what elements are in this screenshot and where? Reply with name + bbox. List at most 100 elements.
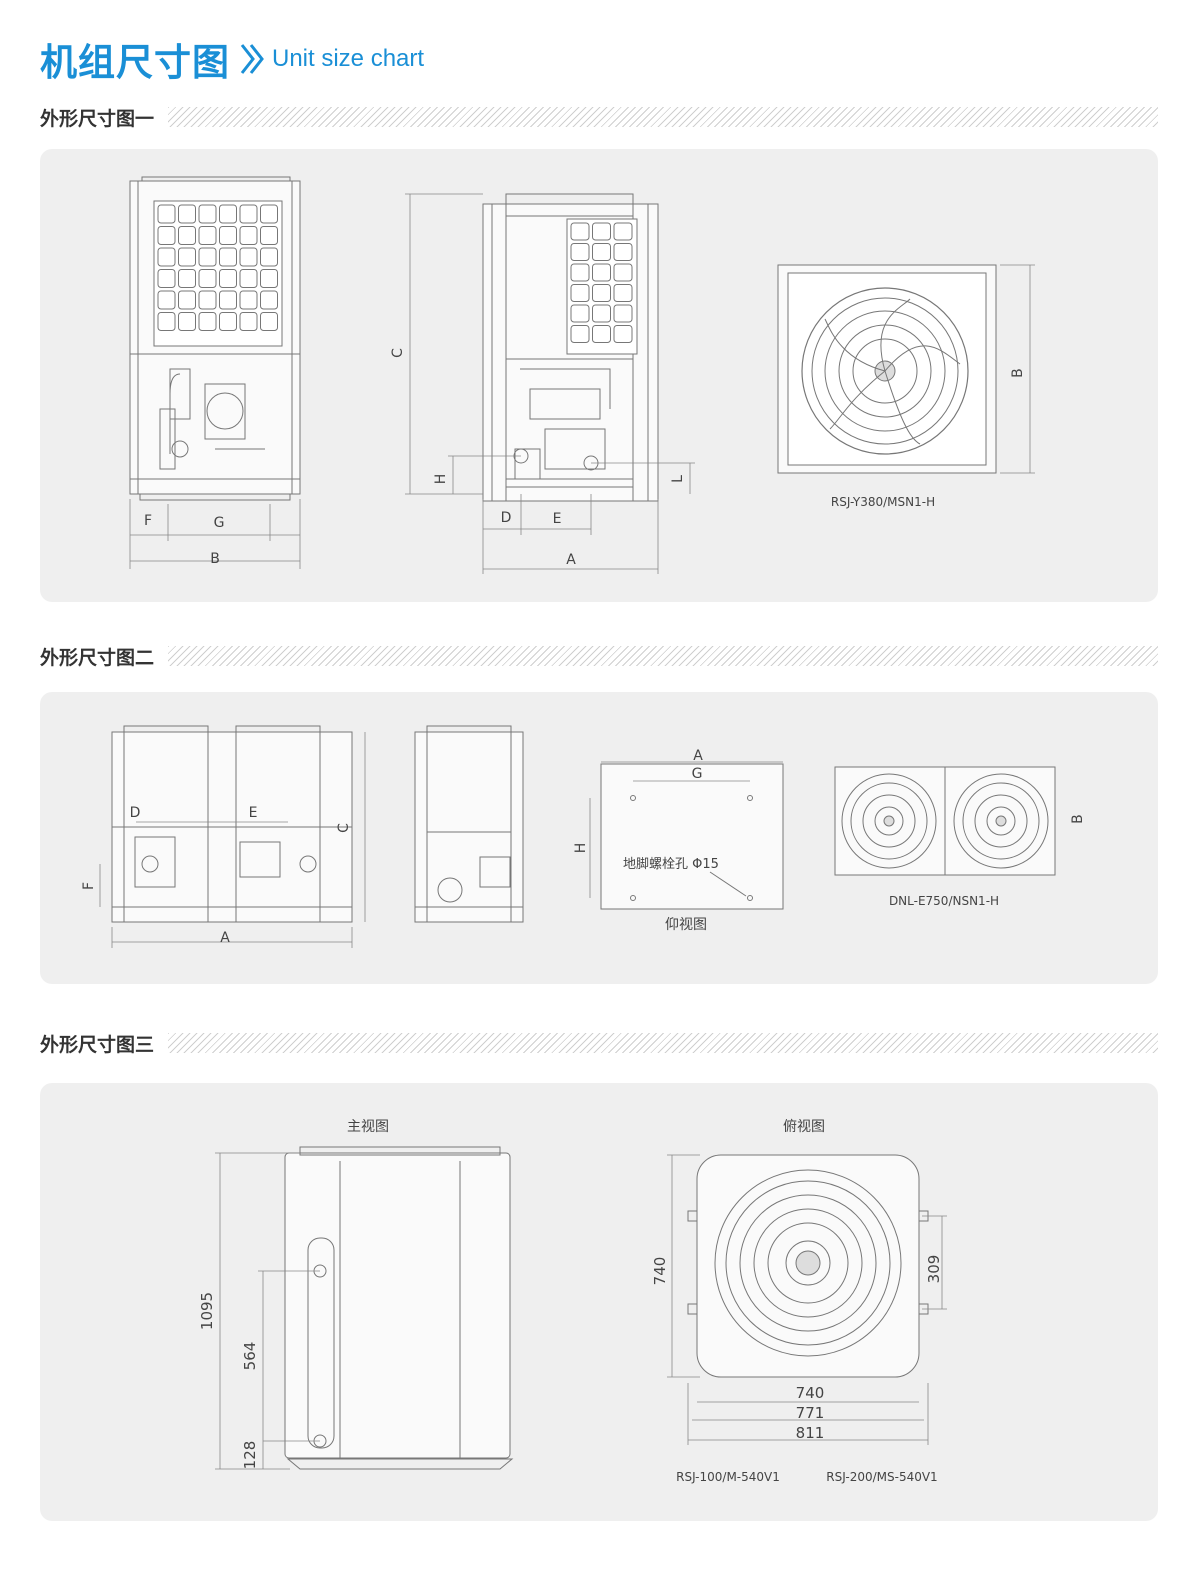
bolt-hole-note: 地脚螺栓孔 Φ15 — [623, 856, 719, 872]
front-view-label: 主视图 — [347, 1119, 389, 1135]
top-view-label: 俯视图 — [783, 1119, 825, 1135]
coil-cell — [613, 243, 633, 261]
side-view-drawing — [482, 193, 659, 502]
coil-cell — [219, 312, 237, 331]
dim-label: A — [220, 930, 230, 946]
dim-label: 564 — [241, 1342, 259, 1371]
bottom-view-label: 仰视图 — [665, 917, 707, 933]
section-2-label: 外形尺寸图二 — [40, 646, 155, 669]
coil-cell — [260, 312, 278, 331]
dim-label: B — [210, 551, 220, 567]
section-2-drawing: D E C F A A G H 地脚螺栓孔 Φ15 仰视图 B DNL-E750… — [81, 725, 1086, 948]
dim-label: 309 — [925, 1255, 943, 1284]
dim-label: B — [1070, 814, 1086, 824]
model-label: RSJ-Y380/MSN1-H — [831, 495, 935, 509]
section-2-header: 外形尺寸图二 — [40, 643, 1158, 669]
section-3-header: 外形尺寸图三 — [40, 1030, 1158, 1056]
section-3-drawing: 主视图 俯视图 1095 564 128 740 309 740 771 811… — [198, 1119, 947, 1484]
dim-label: E — [553, 511, 562, 527]
model-label: RSJ-100/M-540V1 — [676, 1470, 780, 1484]
coil-cell — [157, 226, 176, 245]
dim-label: D — [501, 510, 512, 526]
coil-cell — [219, 290, 237, 310]
coil-cell — [198, 269, 217, 288]
coil-cell — [239, 269, 258, 288]
coil-cell — [613, 222, 633, 241]
coil-cell — [592, 304, 611, 323]
coil-cell — [157, 269, 176, 288]
coil-cell — [239, 204, 258, 224]
dim-label: 740 — [796, 1384, 825, 1402]
coil-cell — [178, 290, 196, 310]
coil-cell — [570, 325, 590, 343]
coil-cell — [198, 204, 217, 224]
coil-cell — [260, 247, 278, 267]
coil-cell — [198, 226, 217, 245]
dim-label: F — [81, 882, 97, 890]
coil-cell — [570, 284, 590, 302]
section-1-header: 外形尺寸图一 — [40, 104, 1158, 130]
coil-cell — [592, 263, 611, 282]
coil-cell — [592, 243, 611, 261]
coil-cell — [613, 263, 633, 282]
model-label: RSJ-200/MS-540V1 — [826, 1470, 937, 1484]
top-view-drawing — [687, 1154, 929, 1378]
dim-label: 740 — [651, 1257, 669, 1286]
dim-label: L — [670, 475, 686, 483]
dim-label: H — [433, 474, 449, 485]
coil-cell — [239, 290, 258, 310]
dim-label: C — [336, 823, 352, 833]
dim-label: E — [249, 805, 258, 821]
front-view-drawing — [284, 1146, 514, 1470]
dim-label: 128 — [241, 1441, 259, 1470]
side-view-drawing — [414, 725, 524, 923]
section-2-panel: D E C F A A G H 地脚螺栓孔 Φ15 仰视图 B DNL-E750… — [40, 692, 1158, 984]
model-label: DNL-E750/NSN1-H — [889, 894, 999, 908]
title-en: Unit size chart — [272, 45, 425, 72]
coil-cell — [592, 222, 611, 241]
dim-label: B — [1010, 368, 1026, 378]
coil-cell — [178, 247, 196, 267]
coil-cell — [219, 247, 237, 267]
coil-cell — [178, 269, 196, 288]
dim-label: 1095 — [198, 1292, 216, 1330]
coil-cell — [260, 290, 278, 310]
hatch-divider — [168, 1033, 1158, 1053]
section-1-panel: F G B C H L D E A B RSJ-Y380/MSN1-H — [40, 149, 1158, 602]
coil-cell — [570, 243, 590, 261]
dim-label: 771 — [796, 1404, 825, 1422]
title-cn: 机组尺寸图 — [40, 41, 230, 84]
coil-cell — [157, 247, 176, 267]
dim-label: F — [144, 513, 152, 529]
coil-cell — [178, 312, 196, 331]
dim-label: A — [693, 748, 703, 764]
coil-cell — [178, 204, 196, 224]
coil-cell — [260, 226, 278, 245]
coil-cell — [239, 226, 258, 245]
coil-cell — [260, 269, 278, 288]
coil-cell — [613, 304, 633, 323]
coil-cell — [570, 304, 590, 323]
coil-cell — [219, 269, 237, 288]
section-3-label: 外形尺寸图三 — [40, 1033, 155, 1056]
dim-label: A — [566, 552, 576, 568]
dim-label: G — [214, 515, 225, 531]
bottom-view-drawing — [600, 763, 784, 910]
section-1-drawing: F G B C H L D E A B RSJ-Y380/MSN1-H — [129, 176, 1035, 574]
dim-label: 811 — [796, 1424, 825, 1442]
coil-cell — [592, 325, 611, 343]
page-title: 机组尺寸图 Unit size chart — [40, 32, 424, 86]
coil-cell — [613, 284, 633, 302]
coil-cell — [198, 247, 217, 267]
coil-cell — [157, 204, 176, 224]
dim-label: C — [390, 348, 406, 358]
top-view-drawing — [834, 766, 1056, 876]
coil-cell — [592, 284, 611, 302]
coil-cell — [178, 226, 196, 245]
front-view-drawing — [111, 725, 353, 923]
coil-cell — [219, 204, 237, 224]
hatch-divider — [168, 646, 1158, 666]
coil-cell — [239, 247, 258, 267]
coil-cell — [157, 290, 176, 310]
coil-cell — [570, 263, 590, 282]
